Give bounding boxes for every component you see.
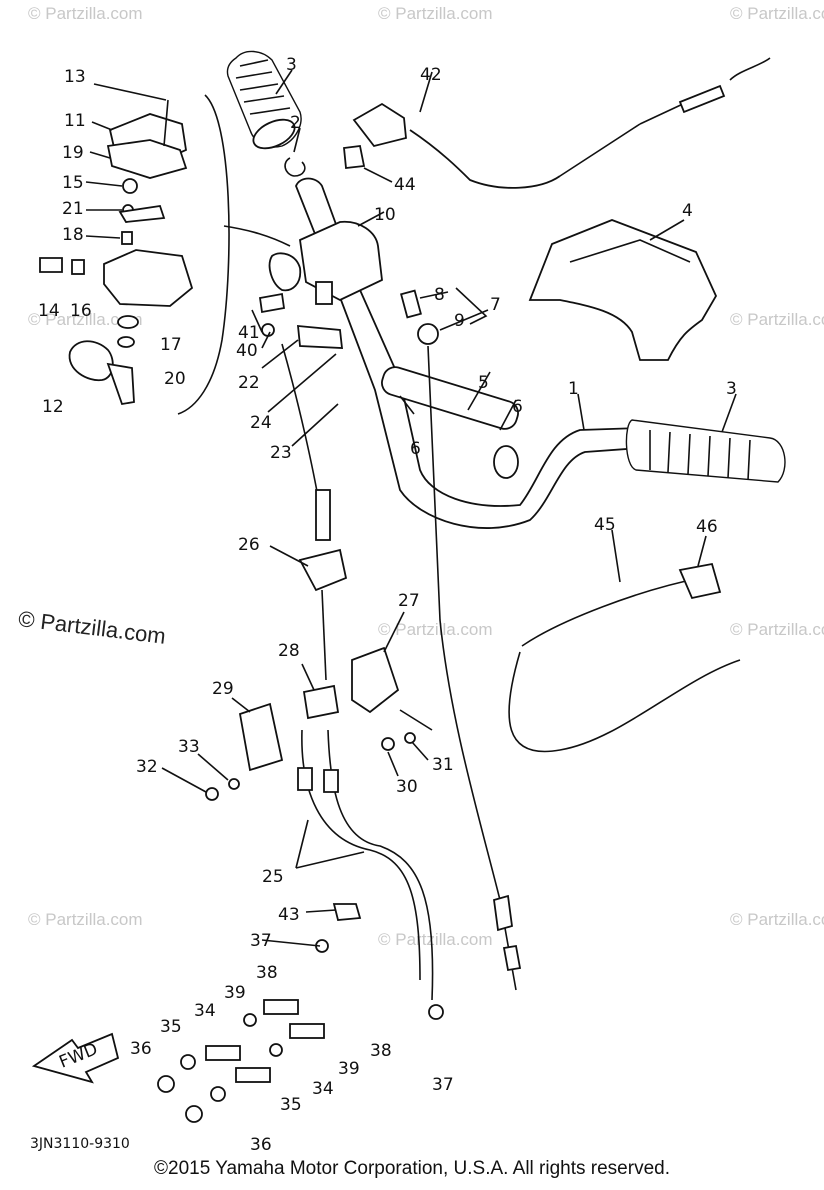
callout-label: 5 bbox=[478, 373, 489, 393]
callout-label: 24 bbox=[250, 413, 272, 433]
callout-label: 36 bbox=[130, 1039, 152, 1059]
callout-label: 6 bbox=[512, 397, 523, 417]
callout-label: 35 bbox=[160, 1017, 182, 1037]
left-grip bbox=[226, 50, 302, 150]
watermark: © Partzilla.com bbox=[378, 620, 493, 639]
watermark: © Partzilla.com bbox=[28, 310, 143, 329]
holder-29 bbox=[238, 702, 284, 772]
brake-cables bbox=[297, 729, 434, 1001]
callout-label: 44 bbox=[394, 175, 416, 195]
callout-label: 36 bbox=[250, 1135, 272, 1155]
watermark: © Partzilla.com bbox=[378, 930, 493, 949]
holder-27 bbox=[351, 646, 400, 714]
callout-labels: 1 2 3 3 4 5 6 6 7 8 9 10 11 12 13 14 15 … bbox=[38, 55, 737, 1155]
callout-label: 41 bbox=[238, 323, 260, 343]
fwd-arrow: FWD bbox=[31, 1032, 120, 1084]
circlip bbox=[284, 157, 306, 177]
callout-label: 21 bbox=[62, 199, 84, 219]
callout-label: 29 bbox=[212, 679, 234, 699]
watermark: © Partzilla.com bbox=[378, 4, 493, 23]
watermark: © Partzilla.com bbox=[730, 4, 824, 23]
callout-label: 23 bbox=[270, 443, 292, 463]
callout-label: 31 bbox=[432, 755, 454, 775]
brake-cable-right bbox=[508, 562, 741, 753]
callout-label: 26 bbox=[238, 535, 260, 555]
callout-label: 37 bbox=[250, 931, 272, 951]
right-grip bbox=[625, 419, 786, 483]
callout-label: 17 bbox=[160, 335, 182, 355]
callout-label: 3 bbox=[286, 55, 297, 75]
callout-label: 11 bbox=[64, 111, 86, 131]
assembly-bracket bbox=[177, 94, 230, 415]
callout-label: 19 bbox=[62, 143, 84, 163]
handlebar-cover bbox=[528, 219, 718, 361]
callout-label: 33 bbox=[178, 737, 200, 757]
watermark: © Partzilla.com bbox=[730, 620, 824, 639]
callout-label: 10 bbox=[374, 205, 396, 225]
callout-label: 30 bbox=[396, 777, 418, 797]
callout-label: 34 bbox=[194, 1001, 216, 1021]
callout-label: 13 bbox=[64, 67, 86, 87]
adjuster-parts bbox=[157, 903, 444, 1123]
callout-label: 32 bbox=[136, 757, 158, 777]
callout-label: 16 bbox=[70, 301, 92, 321]
callout-label: 45 bbox=[594, 515, 616, 535]
watermark: © Partzilla.com bbox=[730, 310, 824, 329]
callout-label: 35 bbox=[280, 1095, 302, 1115]
callout-label: 38 bbox=[256, 963, 278, 983]
callout-label: 39 bbox=[224, 983, 246, 1003]
callout-label: 6 bbox=[410, 439, 421, 459]
throttle-assembly bbox=[343, 57, 771, 189]
holder-28 bbox=[302, 684, 340, 720]
callout-label: 1 bbox=[568, 379, 579, 399]
callout-label: 37 bbox=[432, 1075, 454, 1095]
callout-label: 43 bbox=[278, 905, 300, 925]
callout-label: 20 bbox=[164, 369, 186, 389]
callout-label: 3 bbox=[726, 379, 737, 399]
callout-label: 34 bbox=[312, 1079, 334, 1099]
brake-lever-assembly bbox=[258, 292, 348, 681]
callout-label: 4 bbox=[682, 201, 693, 221]
callout-label: 15 bbox=[62, 173, 84, 193]
callout-label: 40 bbox=[236, 341, 258, 361]
diagram-code: 3JN3110-9310 bbox=[30, 1136, 130, 1152]
leader-lines bbox=[85, 69, 737, 947]
copyright: ©2015 Yamaha Motor Corporation, U.S.A. A… bbox=[154, 1158, 670, 1179]
callout-label: 9 bbox=[454, 311, 465, 331]
callout-label: 27 bbox=[398, 591, 420, 611]
watermark: © Partzilla.com bbox=[28, 4, 143, 23]
callout-label: 25 bbox=[262, 867, 284, 887]
handlebar bbox=[295, 177, 641, 529]
callout-label: 38 bbox=[370, 1041, 392, 1061]
throttle-cable bbox=[400, 289, 522, 991]
callout-label: 12 bbox=[42, 397, 64, 417]
handlebar-switch bbox=[223, 220, 383, 305]
watermark: © Partzilla.com bbox=[28, 910, 143, 929]
callout-label: 46 bbox=[696, 517, 718, 537]
watermark: © Partzilla.com bbox=[730, 910, 824, 929]
callout-label: 28 bbox=[278, 641, 300, 661]
callout-label: 14 bbox=[38, 301, 60, 321]
callout-label: 18 bbox=[62, 225, 84, 245]
callout-label: 7 bbox=[490, 295, 501, 315]
callout-label: 8 bbox=[434, 285, 445, 305]
callout-label: 39 bbox=[338, 1059, 360, 1079]
switch-assembly bbox=[39, 99, 194, 406]
callout-label: 22 bbox=[238, 373, 260, 393]
callout-label: 42 bbox=[420, 65, 442, 85]
callout-label: 2 bbox=[290, 113, 301, 133]
